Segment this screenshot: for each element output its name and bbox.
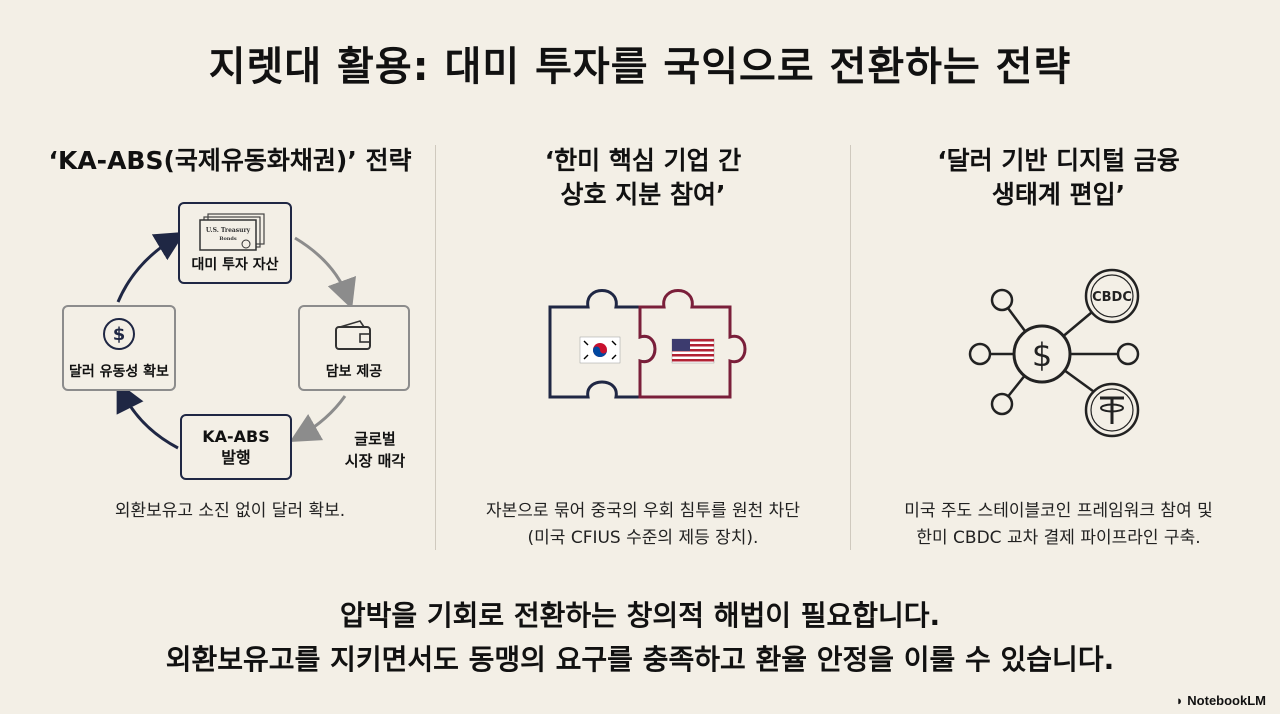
cbdc-coin-icon: CBDC xyxy=(1084,268,1140,324)
cycle-node-collateral: 담보 제공 xyxy=(298,305,410,391)
cycle-node-assets-label: 대미 투자 자산 xyxy=(191,257,279,273)
strategy-3-desc-line-2: 한미 CBDC 교차 결제 파이프라인 구축. xyxy=(916,528,1201,548)
certificate-icon: U.S. Treasury Bonds xyxy=(199,213,265,251)
page-title: 지렛대 활용: 대미 투자를 국익으로 전환하는 전략 xyxy=(208,44,1072,90)
strategy-1-description: 외환보유고 소진 없이 달러 확보. xyxy=(20,498,440,525)
strategy-3-title-line-1: ‘달러 기반 디지털 금융 xyxy=(937,146,1180,175)
strategy-3-title: ‘달러 기반 디지털 금융 생태계 편입’ xyxy=(851,144,1266,212)
sell-line-2: 시장 매각 xyxy=(344,452,406,470)
usa-flag-icon xyxy=(671,338,715,364)
cycle-node-liquidity: $ 달러 유동성 확보 xyxy=(62,305,176,391)
strategy-2-title: ‘한미 핵심 기업 간 상호 지분 참여’ xyxy=(436,144,850,212)
strategy-3-description: 미국 주도 스테이블코인 프레임워크 참여 및 한미 CBDC 교차 결제 파이… xyxy=(851,498,1266,552)
cycle-node-issue-line-1: KA-ABS xyxy=(202,427,270,446)
brand-watermark: ◗ NotebookLM xyxy=(1176,693,1266,708)
tether-coin-icon xyxy=(1084,382,1140,438)
korea-flag-icon xyxy=(579,336,621,364)
notebooklm-logo-icon: ◗ xyxy=(1175,693,1184,708)
divider-right xyxy=(850,145,851,550)
global-market-sale-label: 글로벌 시장 매각 xyxy=(330,428,420,472)
puzzle-icon xyxy=(548,289,747,399)
brand-label: NotebookLM xyxy=(1187,693,1266,708)
strategy-1-title-line: ‘KA-ABS(국제유동화채권)’ 전략 xyxy=(48,146,412,175)
svg-text:$: $ xyxy=(1032,336,1052,374)
cycle-node-issue: KA-ABS 발행 xyxy=(180,414,292,480)
strategy-2-title-line-1: ‘한미 핵심 기업 간 xyxy=(544,146,742,175)
arrow-left-to-top xyxy=(116,231,186,303)
cbdc-badge-text: CBDC xyxy=(1092,290,1132,305)
cycle-node-assets: U.S. Treasury Bonds 대미 투자 자산 xyxy=(178,202,292,284)
strategy-3-desc-line-1: 미국 주도 스테이블코인 프레임워크 참여 및 xyxy=(904,501,1213,521)
divider-left xyxy=(435,145,436,550)
strategy-2-description: 자본으로 묶어 중국의 우회 침투를 원천 차단 (미국 CFIUS 수준의 제… xyxy=(436,498,850,552)
strategy-2-desc-line-2: (미국 CFIUS 수준의 제등 장치). xyxy=(527,528,759,548)
arrow-top-to-right xyxy=(294,236,356,310)
strategy-2-desc-line-1: 자본으로 묶어 중국의 우회 침투를 원천 차단 xyxy=(486,501,800,521)
strategy-1-desc-line-1: 외환보유고 소진 없이 달러 확보. xyxy=(114,501,346,521)
strategy-2-title-line-2: 상호 지분 참여’ xyxy=(560,180,726,209)
arrow-bottom-to-left xyxy=(116,381,179,450)
conclusion-line-1: 압박을 기회로 전환하는 창의적 해법이 필요합니다. xyxy=(339,599,941,632)
digital-finance-network-icon: $ CBDC xyxy=(968,268,1140,438)
dollar-coin-icon: $ xyxy=(103,318,135,350)
sell-line-1: 글로벌 xyxy=(354,430,396,448)
strategy-1-title: ‘KA-ABS(국제유동화채권)’ 전략 xyxy=(20,144,440,178)
cycle-node-issue-line-2: 발행 xyxy=(221,448,251,467)
cycle-node-liquidity-label: 달러 유동성 확보 xyxy=(69,364,169,380)
wallet-icon xyxy=(335,320,371,350)
svg-text:$: $ xyxy=(113,324,126,345)
cycle-node-collateral-label: 담보 제공 xyxy=(325,364,383,380)
certificate-line-2: Bonds xyxy=(219,236,237,242)
strategy-3-title-line-2: 생태계 편입’ xyxy=(991,180,1126,209)
dollar-hub-icon xyxy=(1012,324,1072,384)
certificate-line-1: U.S. Treasury xyxy=(206,227,251,234)
arrow-right-to-bottom xyxy=(289,395,347,442)
conclusion-line-2: 외환보유고를 지키면서도 동맹의 요구를 충족하고 환율 안정을 이룰 수 있습… xyxy=(165,643,1115,676)
